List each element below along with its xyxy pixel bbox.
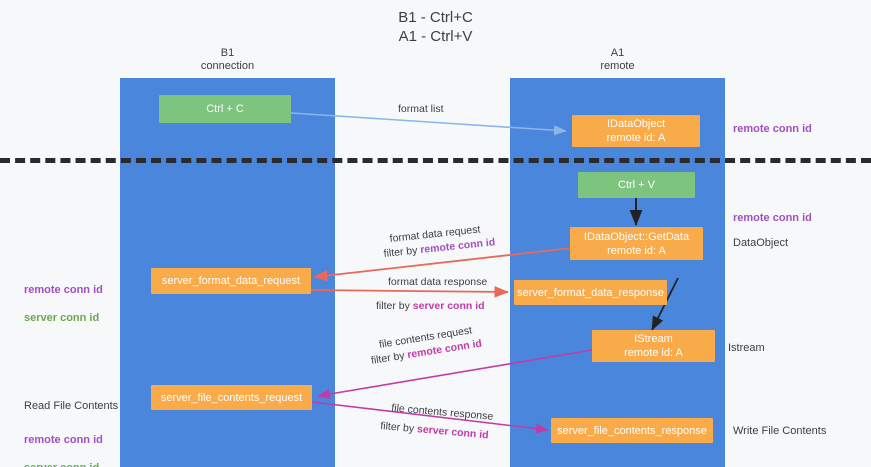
filter-prefix: filter by	[379, 419, 418, 436]
annotation-server-conn-id: server conn id	[24, 461, 118, 467]
lane-header-a1: A1 remote	[600, 47, 635, 72]
node-server-format-data-request[interactable]: server_format_data_request	[151, 268, 311, 294]
node-server-format-data-response[interactable]: server_format_data_response	[514, 280, 667, 305]
filter-prefix: filter by	[376, 300, 413, 312]
page-title: B1 - Ctrl+C A1 - Ctrl+V	[398, 9, 473, 45]
phase-divider	[0, 158, 871, 163]
annotation-left-read-file-contents: Read File Contents remote conn id server…	[24, 385, 118, 467]
annotation-server-conn-id: server conn id	[24, 312, 100, 324]
annotation-remote-conn-id-top: remote conn id	[733, 123, 812, 135]
lane-header-b1: B1 connection	[200, 47, 255, 72]
filter-prefix: filter by	[370, 349, 409, 367]
annotation-istream: Istream	[728, 342, 765, 354]
annotation-write-file-contents: Write File Contents	[733, 425, 827, 437]
node-server-file-contents-request[interactable]: server_file_contents_request	[151, 385, 312, 410]
annotation-remote-conn-id-mid: remote conn id	[733, 212, 812, 224]
node-idataobject[interactable]: IDataObject remote id: A	[572, 115, 700, 147]
annotation-dataobject: DataObject	[733, 237, 789, 249]
edge-label-file-contents-response-filter: filter by server conn id	[380, 419, 489, 442]
filter-key-server-conn-id: server conn id	[412, 300, 485, 312]
node-ctrl-c[interactable]: Ctrl + C	[159, 95, 291, 123]
annotation-read-file-contents: Read File Contents	[24, 400, 119, 412]
annotation-remote-conn-id: remote conn id	[24, 434, 103, 446]
filter-key-server-conn-id: server conn id	[416, 423, 490, 442]
filter-prefix: filter by	[383, 244, 421, 260]
annotation-remote-conn-id: remote conn id	[24, 284, 103, 296]
edge-label-format-list: format list	[398, 103, 444, 115]
node-ctrl-v[interactable]: Ctrl + V	[578, 172, 695, 198]
node-idataobject-getdata[interactable]: IDataObject::GetData remote id: A	[570, 227, 703, 260]
annotation-left-conn-ids-format: remote conn id server conn id	[24, 269, 103, 339]
node-server-file-contents-response[interactable]: server_file_contents_response	[551, 418, 713, 443]
edge-label-format-data-response: format data response	[388, 276, 488, 288]
edge-label-format-data-response-filter: filter by server conn id	[376, 299, 485, 313]
node-istream[interactable]: IStream remote id: A	[592, 330, 715, 362]
